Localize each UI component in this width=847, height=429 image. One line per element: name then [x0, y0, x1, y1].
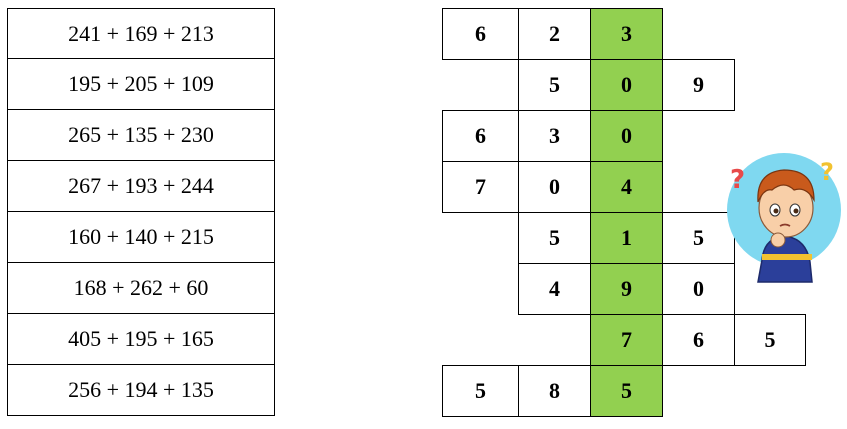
key-digit-cell: 0 — [590, 59, 663, 111]
digit-cell: 5 — [518, 212, 591, 264]
question-mark-right-icon: ? — [820, 158, 834, 186]
key-digit-cell: 5 — [590, 365, 663, 417]
thinking-boy-icon: ? ? — [727, 153, 841, 283]
key-digit-cell: 1 — [590, 212, 663, 264]
key-digit-cell: 9 — [590, 263, 663, 315]
digit-cell: 0 — [518, 161, 591, 213]
digit-cell: 2 — [518, 8, 591, 60]
expression-row: 256 + 194 + 135 — [7, 365, 275, 416]
digit-cell: 5 — [442, 365, 519, 417]
kid-pupil-right — [793, 208, 799, 214]
kid-mouth — [779, 223, 791, 227]
digit-cell: 6 — [662, 314, 735, 366]
digit-cell: 5 — [518, 59, 591, 111]
digit-cell: 6 — [442, 8, 519, 60]
expression-row: 265 + 135 + 230 — [7, 110, 275, 161]
key-digit-cell: 4 — [590, 161, 663, 213]
key-digit-cell: 7 — [590, 314, 663, 366]
expression-row: 195 + 205 + 109 — [7, 59, 275, 110]
kid-hair — [757, 169, 815, 203]
kid-hand — [770, 232, 786, 248]
key-digit-cell: 0 — [590, 110, 663, 162]
digit-cell: 7 — [442, 161, 519, 213]
digit-cell: 5 — [662, 212, 735, 264]
question-mark-left-icon: ? — [730, 165, 745, 195]
digit-cell: 6 — [442, 110, 519, 162]
key-digit-cell: 3 — [590, 8, 663, 60]
kid-shirt-stripe — [762, 254, 812, 260]
expression-row: 267 + 193 + 244 — [7, 161, 275, 212]
expression-row: 168 + 262 + 60 — [7, 263, 275, 314]
expression-row: 160 + 140 + 215 — [7, 212, 275, 263]
digit-cell: 5 — [734, 314, 806, 366]
digit-cell: 3 — [518, 110, 591, 162]
kid-pupil-left — [773, 208, 779, 214]
expression-row: 405 + 195 + 165 — [7, 314, 275, 365]
digit-cell: 9 — [662, 59, 735, 111]
expression-row: 241 + 169 + 213 — [7, 8, 275, 59]
digit-cell: 8 — [518, 365, 591, 417]
digit-cell: 4 — [518, 263, 591, 315]
expression-table: 241 + 169 + 213 195 + 205 + 109 265 + 13… — [7, 8, 275, 416]
